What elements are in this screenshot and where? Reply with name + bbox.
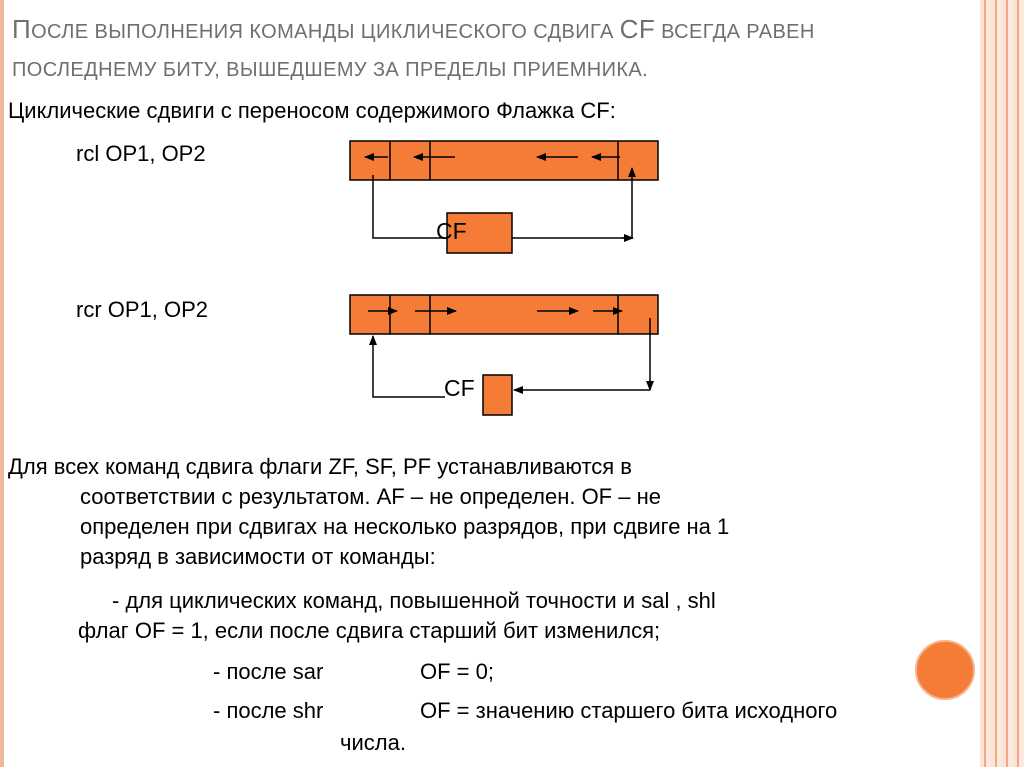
rcl-carry-loop [372, 167, 636, 242]
decorative-circle [915, 640, 975, 700]
para-line3: определен при сдвигах на несколько разря… [80, 514, 730, 539]
title-line2: последнему биту, вышедшему за пределы пр… [12, 59, 649, 81]
rcl-flag-box [446, 212, 513, 254]
title-line1: осле выполнения команды циклического сдв… [31, 21, 614, 43]
slide-title: После выполнения команды циклического сд… [12, 10, 972, 89]
rcr-flag-label: CF [444, 375, 475, 401]
shr-label: - после shr [213, 698, 324, 723]
shr-value-cont: числа. [340, 730, 406, 755]
decorative-stripes [980, 0, 1024, 767]
left-rule [0, 0, 4, 767]
rcr-register [349, 294, 659, 335]
para-line4: разряд в зависимости от команды: [80, 544, 436, 569]
sar-label: - после sar [213, 659, 324, 684]
shr-value: OF = значению старшего бита исходного [420, 698, 838, 723]
rcl-register [349, 140, 659, 181]
rcr-label: rcr OP1, OP2 [76, 297, 209, 322]
title-first-letter: П [12, 14, 32, 44]
subtitle: Циклические сдвиги с переносом содержимо… [8, 98, 616, 123]
rcl-label: rcl OP1, OP2 [76, 141, 206, 166]
rcr-carry-loop [369, 318, 654, 398]
flags-paragraph: Для всех команд сдвига флаги ZF, SF, PF … [8, 452, 928, 572]
para-line1: Для всех команд сдвига флаги ZF, SF, PF … [8, 454, 632, 479]
title-cf: CF [619, 14, 656, 44]
bullet-cyclic-line1: - для циклических команд, повышенной точ… [112, 588, 716, 613]
rcl-flag-label: CF [436, 218, 467, 244]
para-line2: соответствии с результатом. AF – не опре… [80, 484, 661, 509]
sar-value: OF = 0; [420, 659, 494, 684]
title-line1-tail: всегда равен [661, 21, 815, 43]
rcr-flag-box [482, 374, 513, 416]
bullet-cyclic-line2: флаг OF = 1, если после сдвига старший б… [78, 618, 661, 643]
